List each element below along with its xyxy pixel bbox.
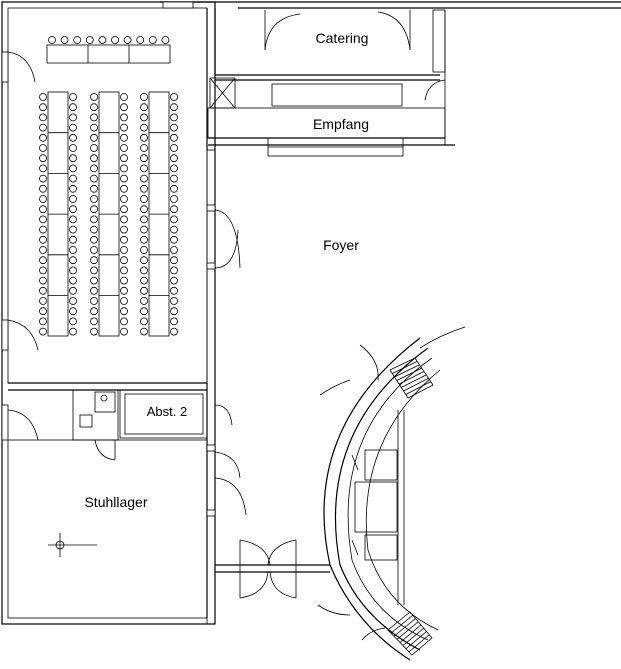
seating-rows xyxy=(39,91,178,337)
curved-wall xyxy=(317,326,466,661)
catering-block xyxy=(206,8,455,157)
room-label-catering: Catering xyxy=(316,30,369,46)
room-label-foyer: Foyer xyxy=(323,237,359,253)
foyer-west-wall xyxy=(206,149,247,625)
west-doors xyxy=(1,51,39,441)
south-entrance xyxy=(215,539,330,599)
room-label-abst2: Abst. 2 xyxy=(147,404,187,419)
outer-walls xyxy=(1,1,621,625)
top-table-row xyxy=(46,36,171,64)
ceiling-fixture-symbol xyxy=(48,533,97,557)
room-label-stuhllager: Stuhllager xyxy=(84,494,147,510)
room-label-empfang: Empfang xyxy=(313,116,369,132)
